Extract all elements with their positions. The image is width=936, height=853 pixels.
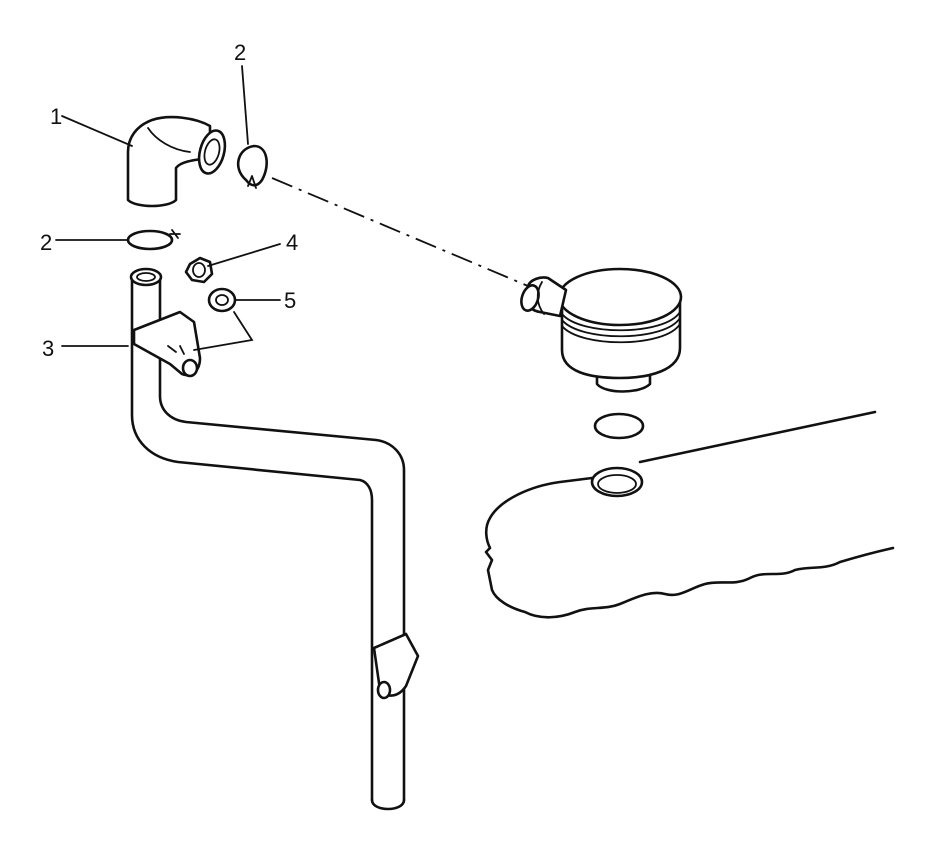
callout-3: 3 <box>42 336 54 361</box>
valve-cover <box>484 410 895 619</box>
callout-2-lower: 2 <box>40 230 52 255</box>
breather-separator <box>520 267 683 393</box>
callout-5: 5 <box>284 288 296 313</box>
leader-lines <box>55 65 281 351</box>
valve-cover-port <box>590 466 644 498</box>
washer <box>207 287 237 313</box>
elbow-hose <box>126 115 227 208</box>
assembly-line <box>271 177 529 287</box>
hose-clamp-lower <box>126 229 181 251</box>
callout-1: 1 <box>50 104 62 129</box>
breather-pipe <box>129 267 420 811</box>
callout-4: 4 <box>286 230 298 255</box>
nut <box>184 256 214 284</box>
hose-clamp-upper <box>236 144 268 189</box>
o-ring <box>593 412 645 440</box>
callout-2-upper: 2 <box>234 40 246 65</box>
